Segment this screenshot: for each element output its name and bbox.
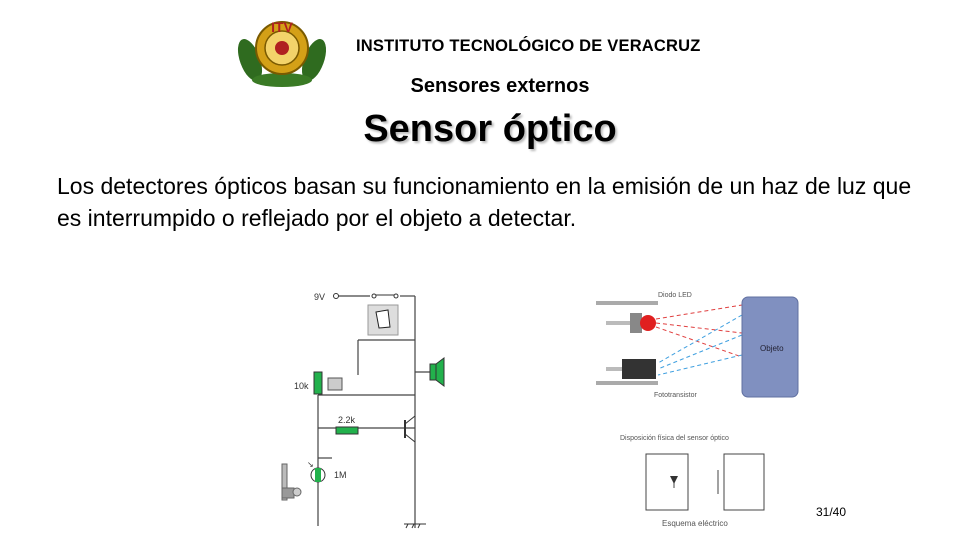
svg-text:↘: ↘ xyxy=(307,460,314,469)
switch-icon xyxy=(367,293,399,336)
light-source-icon xyxy=(281,463,302,501)
institute-logo: ITV xyxy=(237,19,327,87)
led-icon xyxy=(606,313,656,333)
voltage-label: 9V xyxy=(314,292,325,302)
page-number: 31/40 xyxy=(816,505,847,519)
circuit-schematic: 9V 10k 2.2k ↘ 1M xyxy=(281,292,445,529)
pot-label: 10k xyxy=(294,381,309,391)
power-terminal xyxy=(333,293,339,299)
sensor-physical-diagram: Objeto Diodo LED Fototransistor xyxy=(596,292,799,399)
ground-icon xyxy=(404,523,426,529)
resistor-ldr-label: 1M xyxy=(334,470,347,480)
ldr-icon: ↘ xyxy=(307,460,326,483)
potentiometer-icon xyxy=(313,371,343,395)
diode-symbol-icon xyxy=(670,476,678,484)
schematic-lines xyxy=(645,453,765,511)
electric-caption: Esquema eléctrico xyxy=(662,519,728,528)
physical-caption: Disposición física del sensor óptico xyxy=(620,435,729,442)
phototransistor-icon xyxy=(606,359,656,379)
light-beams xyxy=(655,304,743,376)
logo-text: ITV xyxy=(271,19,293,35)
object-block xyxy=(741,296,799,398)
institute-name: INSTITUTO TECNOLÓGICO DE VERACRUZ xyxy=(356,37,701,55)
buzzer-icon xyxy=(429,357,445,387)
resistor-base-icon xyxy=(335,426,359,435)
phototransistor-label: Fototransistor xyxy=(654,392,697,399)
electric-schematic: Disposición física del sensor óptico Esq… xyxy=(620,435,765,528)
gear-icon xyxy=(255,21,309,75)
slide-title: Sensor óptico xyxy=(363,108,617,150)
resistor-base-label: 2.2k xyxy=(338,415,356,425)
sensor-housing xyxy=(596,301,658,385)
object-label: Objeto xyxy=(760,344,784,353)
slide-body-text: Los detectores ópticos basan su funciona… xyxy=(57,173,912,231)
transistor-icon xyxy=(404,415,416,443)
slide-subtitle: Sensores externos xyxy=(410,75,590,97)
led-label: Diodo LED xyxy=(658,292,692,299)
